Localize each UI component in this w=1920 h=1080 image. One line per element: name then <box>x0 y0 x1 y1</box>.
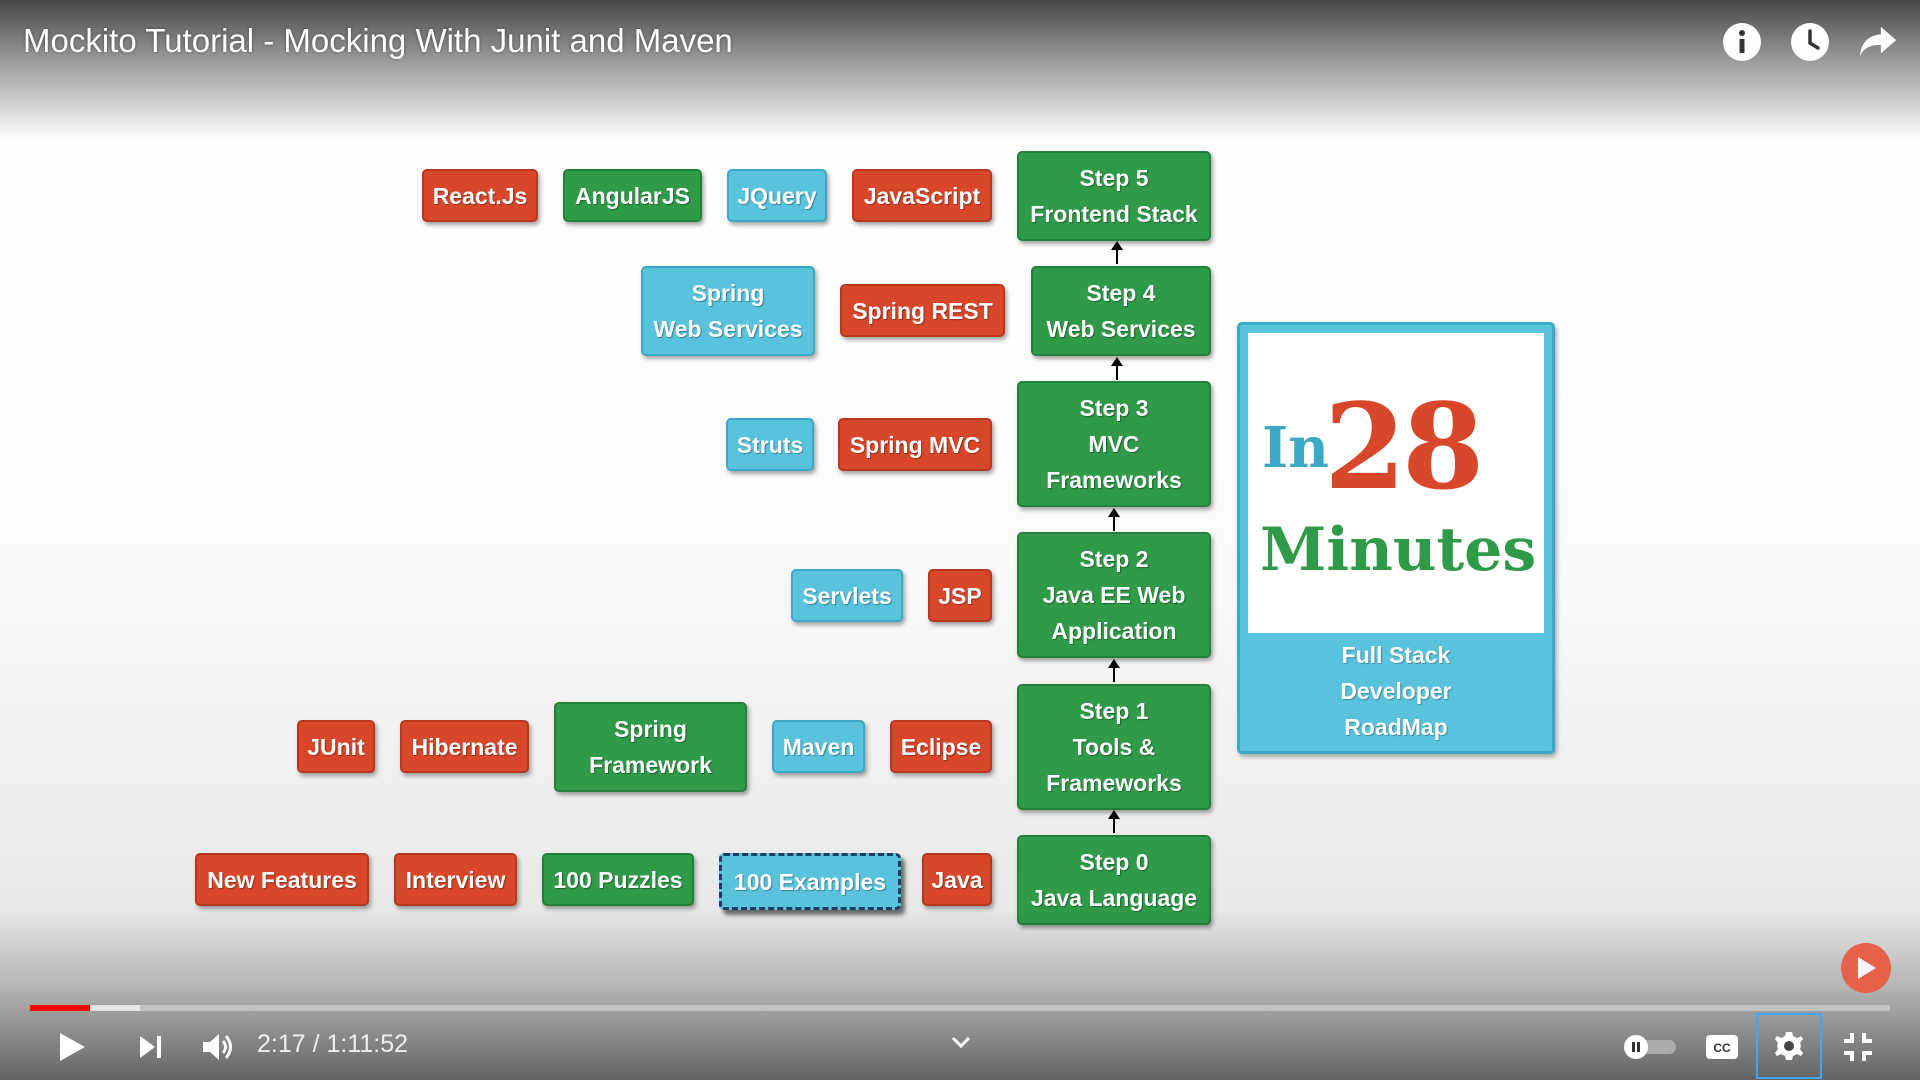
logo-minutes-text: Minutes <box>1260 515 1537 585</box>
logo-subtitle: Full Stack Developer RoadMap <box>1340 642 1452 740</box>
channel-watermark-play-icon[interactable] <box>1841 943 1891 993</box>
jquery-tag: JQuery <box>727 169 827 222</box>
interview-tag: Interview <box>394 853 517 906</box>
exit-fullscreen-button[interactable] <box>1838 1028 1878 1066</box>
arrow-step-0-to-1 <box>1108 810 1120 833</box>
struts-tag: Struts <box>726 418 814 471</box>
progress-bar[interactable] <box>30 1005 1890 1011</box>
chevron-down-icon[interactable] <box>946 1030 976 1054</box>
servlets-tag: Servlets <box>791 569 903 622</box>
play-button[interactable] <box>52 1025 92 1069</box>
junit-tag: JUnit <box>297 720 375 773</box>
angularjs-tag: AngularJS <box>563 169 702 222</box>
top-gradient <box>0 0 1920 140</box>
share-icon[interactable] <box>1858 20 1898 64</box>
spring-mvc-tag: Spring MVC <box>838 418 992 471</box>
java-tag: Java <box>922 853 992 906</box>
step-1-box: Step 1 Tools & Frameworks <box>1017 684 1211 810</box>
step-3-box: Step 3 MVC Frameworks <box>1017 381 1211 507</box>
react-tag: React.Js <box>422 169 538 222</box>
volume-button[interactable] <box>196 1027 240 1067</box>
arrow-step-2-to-3 <box>1108 508 1120 531</box>
video-title[interactable]: Mockito Tutorial - Mocking With Junit an… <box>23 22 733 59</box>
arrow-step-1-to-2 <box>1108 659 1120 682</box>
eclipse-tag: Eclipse <box>890 720 992 773</box>
autoplay-toggle[interactable] <box>1622 1033 1678 1061</box>
spring-web-services-tag: Spring Web Services <box>641 266 815 356</box>
step-5-box: Step 5 Frontend Stack <box>1017 151 1211 241</box>
captions-button[interactable]: CC <box>1702 1030 1742 1064</box>
next-button[interactable] <box>130 1027 170 1067</box>
100-puzzles-tag: 100 Puzzles <box>542 853 694 906</box>
logo-white-panel: In 28 Minutes <box>1248 333 1544 633</box>
time-display: 2:17 / 1:11:52 <box>257 1030 409 1058</box>
new-features-tag: New Features <box>195 853 369 906</box>
top-actions <box>1722 20 1898 64</box>
settings-button[interactable] <box>1756 1013 1822 1079</box>
step-2-box: Step 2 Java EE Web Application <box>1017 532 1211 658</box>
spring-framework-tag: Spring Framework <box>554 702 747 792</box>
arrow-step-3-to-4 <box>1111 357 1123 380</box>
in28minutes-logo-card: In 28 Minutes Full Stack Developer RoadM… <box>1237 322 1555 754</box>
logo-in-text: In <box>1262 415 1329 481</box>
hibernate-tag: Hibernate <box>400 720 529 773</box>
logo-number-text: 28 <box>1324 377 1484 516</box>
watch-later-icon[interactable] <box>1790 20 1830 64</box>
bottom-gradient <box>0 910 1920 1080</box>
maven-tag: Maven <box>772 720 865 773</box>
spring-rest-tag: Spring REST <box>840 284 1005 337</box>
100-examples-tag: 100 Examples <box>719 853 901 910</box>
jsp-tag: JSP <box>928 569 992 622</box>
progress-played <box>30 1005 90 1011</box>
svg-text:CC: CC <box>1713 1041 1731 1055</box>
javascript-tag: JavaScript <box>852 169 992 222</box>
info-icon[interactable] <box>1722 20 1762 64</box>
step-4-box: Step 4 Web Services <box>1031 266 1211 356</box>
arrow-step-4-to-5 <box>1111 241 1123 264</box>
